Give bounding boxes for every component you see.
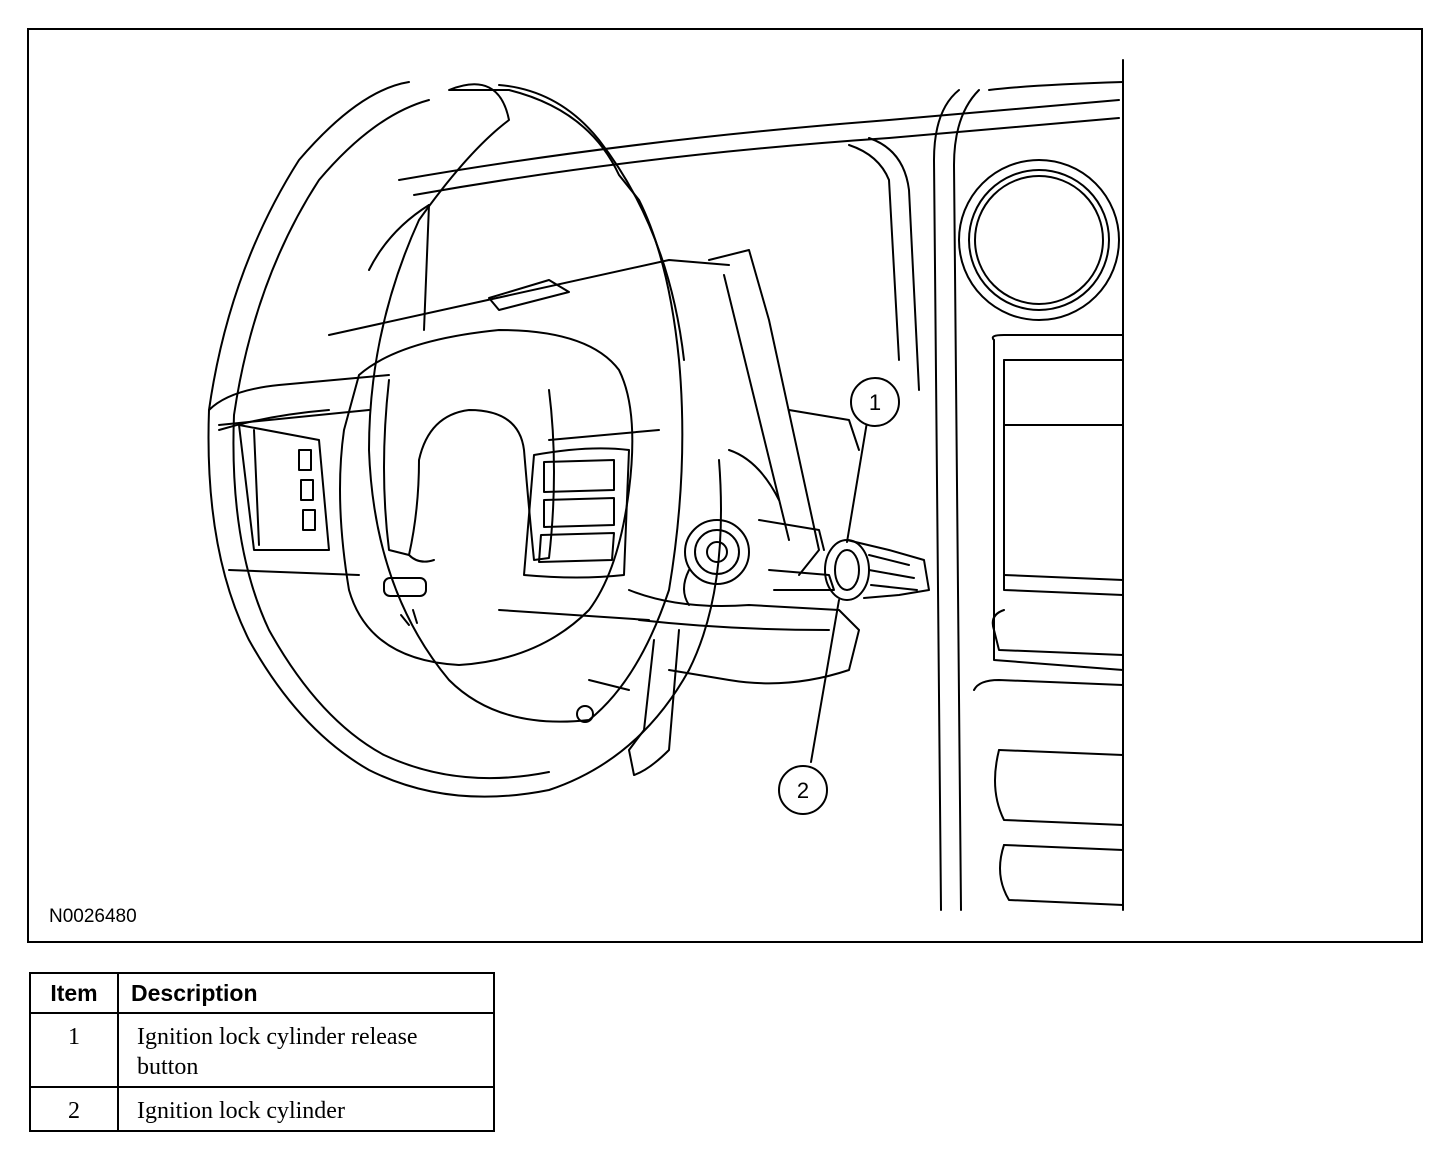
figure-frame: 1 2 N0026480 <box>27 28 1423 943</box>
legend-header-item: Item <box>29 972 119 1014</box>
airbag-hub <box>339 329 634 666</box>
leader-lines <box>810 421 868 763</box>
ignition-lock-area <box>683 519 930 606</box>
legend-item-number: 1 <box>29 1012 119 1088</box>
figure-id: N0026480 <box>49 906 137 927</box>
legend-table: Item Description 1 Ignition lock cylinde… <box>29 972 495 1132</box>
air-vent <box>958 159 1120 321</box>
steering-column <box>576 249 860 776</box>
legend-item-description: Ignition lock cylinder <box>117 1086 495 1132</box>
left-switch-pad <box>238 424 330 551</box>
legend-item-description: Ignition lock cylinder release button <box>117 1012 495 1088</box>
legend-header-description: Description <box>117 972 495 1014</box>
dashboard-outline <box>208 59 1124 911</box>
steering-column-illustration: 1 2 <box>207 59 1124 911</box>
legend-header-row: Item Description <box>29 972 495 1014</box>
legend-item-number: 2 <box>29 1086 119 1132</box>
callout-2: 2 <box>778 765 828 815</box>
right-switch-pad <box>523 447 630 579</box>
table-row: 2 Ignition lock cylinder <box>29 1086 495 1132</box>
center-stack-panels <box>973 334 1124 906</box>
callout-2-label: 2 <box>797 778 809 803</box>
callout-1-label: 1 <box>869 390 881 415</box>
table-row: 1 Ignition lock cylinder release button <box>29 1012 495 1088</box>
callout-1: 1 <box>850 377 900 427</box>
steering-wheel <box>207 81 722 798</box>
